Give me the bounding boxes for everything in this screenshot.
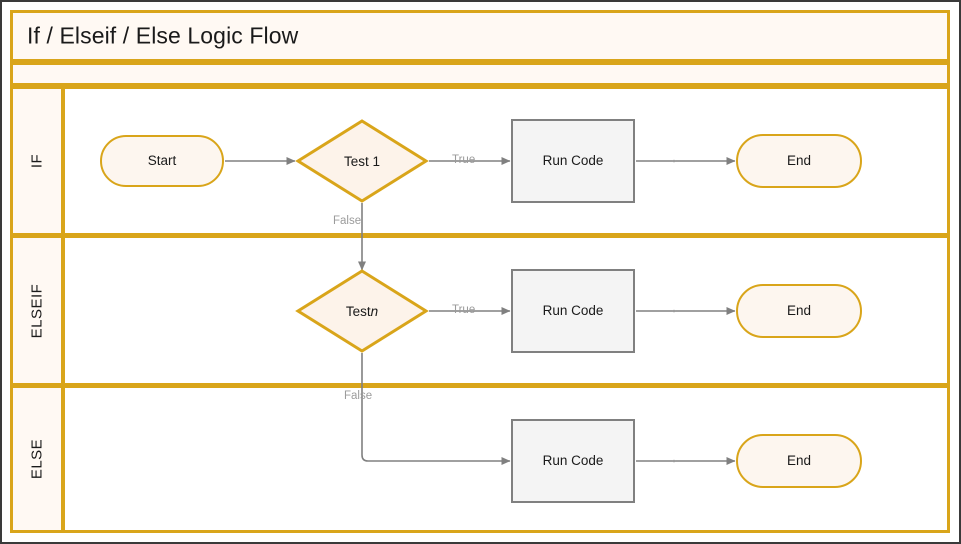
node-end-elseif-label: End [786,302,812,318]
node-test-1[interactable]: Test 1 [295,119,429,203]
diagram-subtitle-band [10,62,950,86]
lane-label-cell-if: IF [10,86,64,236]
decision-diamond-shape [295,269,429,353]
node-run-code-if[interactable]: Run Code [511,119,635,203]
lane-label-cell-elseif: ELSEIF [10,235,64,386]
node-run-code-elseif-label: Run Code [542,302,604,318]
edge-label-if-true: True [452,154,476,166]
node-run-code-else-label: Run Code [542,452,604,468]
lane-label-else: ELSE [28,438,46,480]
lane-label-elseif: ELSEIF [28,283,46,338]
page-title: If / Elseif / Else Logic Flow [27,22,299,49]
diagram-title-band: If / Elseif / Else Logic Flow [10,10,950,62]
edge-label-if-false: False [333,215,362,227]
node-run-code-else[interactable]: Run Code [511,419,635,503]
node-test-n[interactable]: Test n [295,269,429,353]
lane-label-cell-else: ELSE [10,385,64,533]
node-end-else[interactable]: End [736,434,862,488]
node-end-else-label: End [786,452,812,468]
node-start-label: Start [147,152,177,168]
node-run-code-if-label: Run Code [542,152,604,168]
node-run-code-elseif[interactable]: Run Code [511,269,635,353]
node-end-elseif[interactable]: End [736,284,862,338]
edge-label-elseif-true: True [452,304,476,316]
node-end-if-label: End [786,152,812,168]
node-end-if[interactable]: End [736,134,862,188]
decision-diamond-shape [295,119,429,203]
node-start[interactable]: Start [100,135,224,187]
edge-label-elseif-false: False [344,390,373,402]
lane-label-if: IF [28,153,46,169]
